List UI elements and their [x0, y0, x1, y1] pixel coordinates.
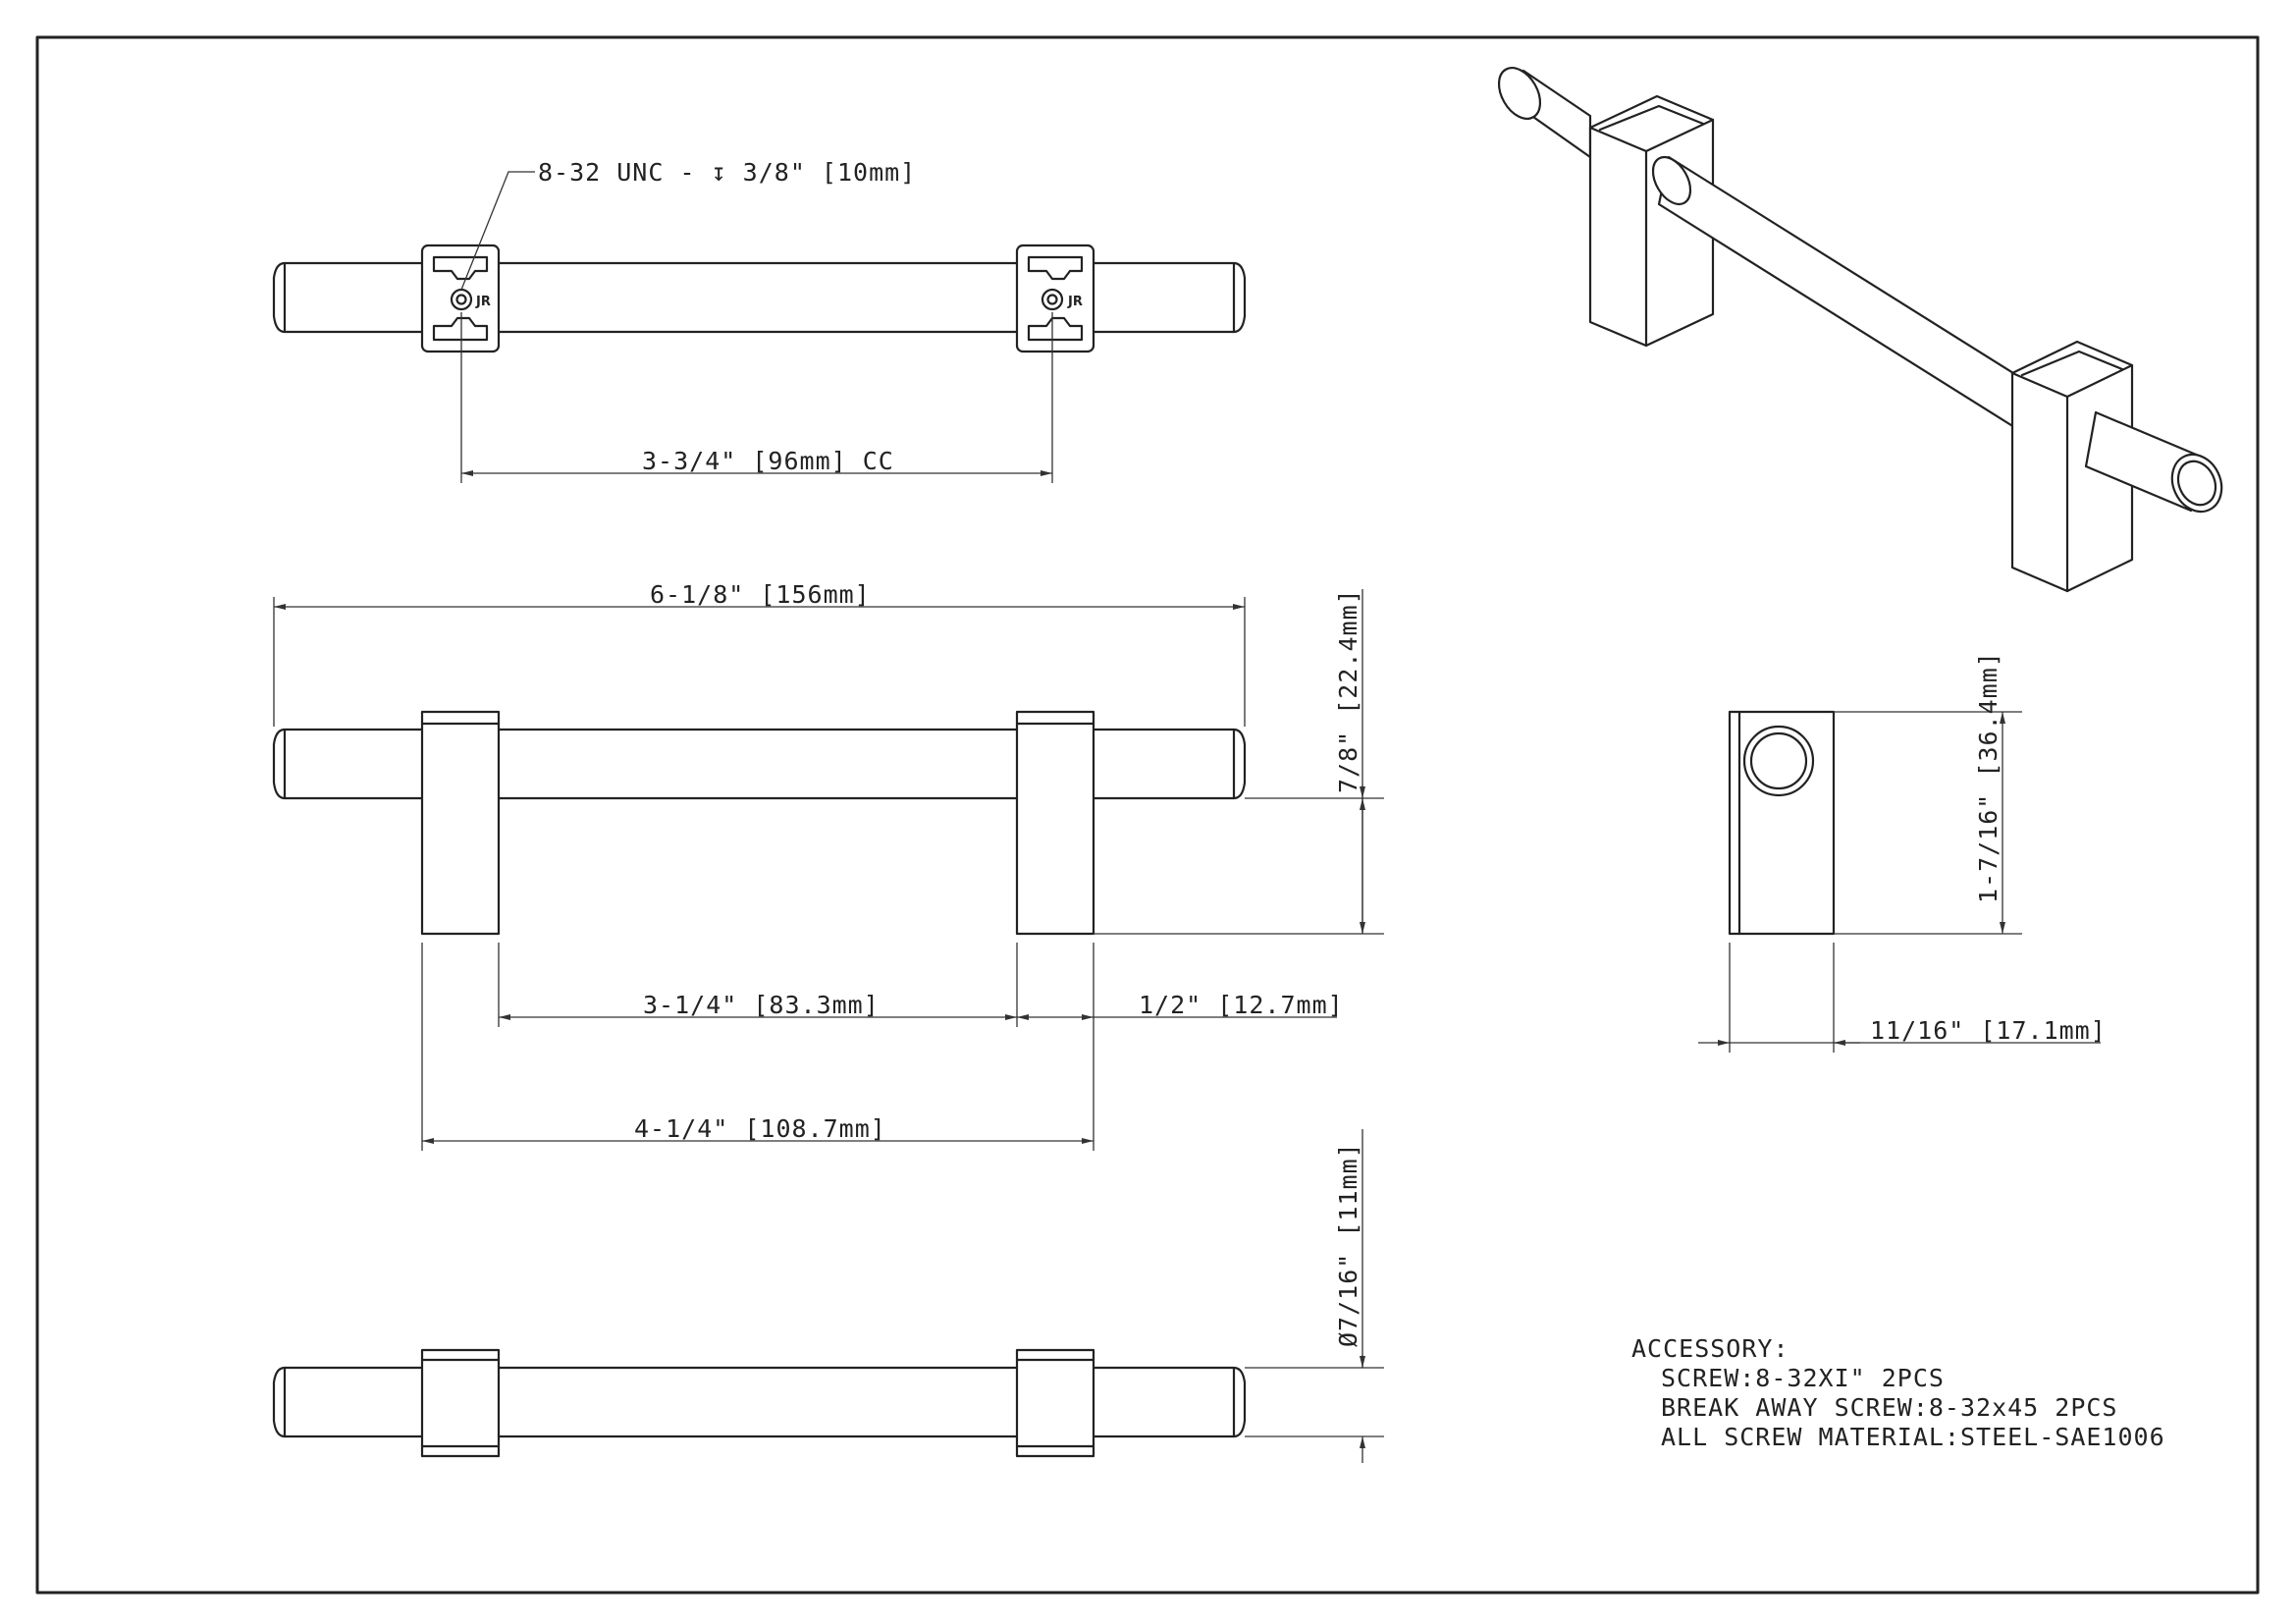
dim-cc: 3-3/4" [96mm] CC [642, 447, 894, 475]
bottom-bar [272, 1366, 1247, 1438]
side-bar-end [1742, 725, 1815, 797]
accessory-line-2: BREAK AWAY SCREW:8-32x45 2PCS [1661, 1393, 2118, 1422]
dim-outer: 4-1/4" [108.7mm] [634, 1114, 886, 1143]
thread-leader [460, 171, 535, 291]
iso-post-right [2010, 340, 2134, 593]
dim-height: 7/8" [22.4mm] [1334, 588, 1362, 793]
dim-post-width: 1/2" [12.7mm] [1139, 991, 1344, 1019]
front-post-left [420, 710, 501, 936]
dim-side-height: 1-7/16" [36.4mm] [1974, 651, 2002, 903]
top-post-left: JR [420, 244, 501, 353]
thread-note: 8-32 UNC - ↧ 3/8" [10mm] [538, 158, 916, 187]
bottom-post-left [420, 1348, 501, 1458]
dim-side-width: 11/16" [17.1mm] [1870, 1016, 2107, 1045]
accessory-line-1: SCREW:8-32XI" 2PCS [1661, 1364, 1945, 1392]
dim-overall: 6-1/8" [156mm] [650, 580, 871, 609]
drawing-border [35, 35, 2260, 1595]
logo-mark-right: JR [1067, 295, 1083, 309]
top-view: JR JR 8-32 UNC - ↧ 3/8" [10mm] 3-3/4" [9… [272, 158, 1247, 483]
bottom-post-right [1015, 1348, 1095, 1458]
top-bar [272, 261, 1247, 334]
accessory-line-3: ALL SCREW MATERIAL:STEEL-SAE1006 [1661, 1423, 2165, 1451]
front-view: 6-1/8" [156mm] 7/8" [22.4mm] 3-1/4" [83.… [272, 580, 1384, 1151]
dim-diameter: Ø7/16" [11mm] [1334, 1142, 1362, 1347]
logo-mark-left: JR [475, 295, 491, 309]
isometric-view [1497, 67, 2223, 593]
side-post [1728, 710, 1836, 936]
front-post-right [1015, 710, 1095, 936]
accessory-title: ACCESSORY: [1631, 1334, 1789, 1363]
accessory-notes: ACCESSORY: SCREW:8-32XI" 2PCS BREAK AWAY… [1631, 1334, 2165, 1451]
dim-inner: 3-1/4" [83.3mm] [643, 991, 880, 1019]
iso-bar-end [2084, 410, 2223, 514]
bottom-view: Ø7/16" [11mm] [272, 1129, 1384, 1463]
front-bar [272, 728, 1247, 800]
side-view: 1-7/16" [36.4mm] 11/16" [17.1mm] [1698, 651, 2107, 1053]
iso-post-left [1588, 94, 1715, 348]
top-post-right: JR [1015, 244, 1095, 353]
